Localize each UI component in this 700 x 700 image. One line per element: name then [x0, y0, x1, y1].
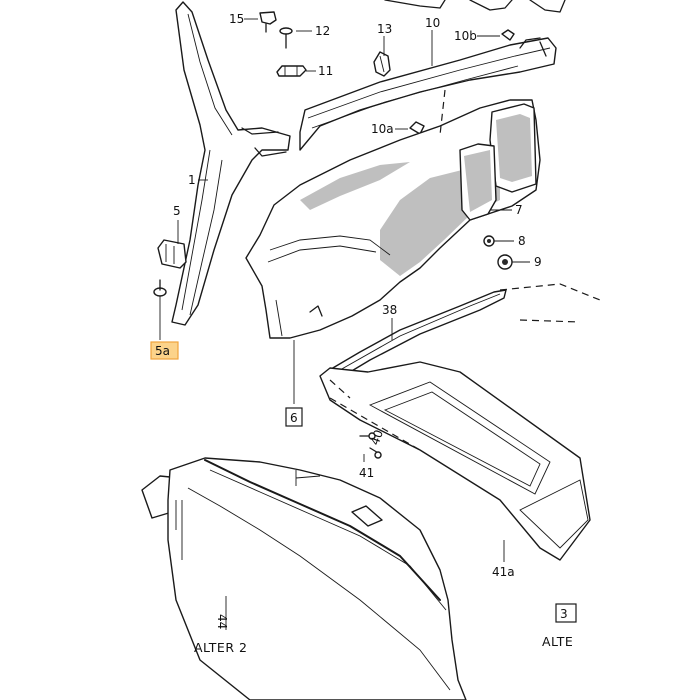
- part-labels: 15 12 11 13 10 10b 10a 1 5 7 8 9 38 40 4…: [173, 12, 542, 629]
- bracket-part-11: [276, 65, 307, 77]
- label-15: 15: [229, 12, 244, 26]
- label-12: 12: [315, 24, 330, 38]
- label-box-6: 6: [285, 407, 303, 427]
- strip-part-38: [325, 289, 507, 379]
- screw-part-40: [359, 432, 376, 440]
- label-3: 3: [560, 607, 568, 621]
- label-box-5a-highlight: 5a: [150, 341, 179, 360]
- leader-lines: [159, 18, 530, 630]
- label-40: 40: [368, 428, 386, 447]
- label-41: 41: [359, 466, 374, 480]
- label-1: 1: [188, 173, 196, 187]
- fastener-part-8: [483, 235, 495, 247]
- clip-part-5: [157, 239, 187, 269]
- caption-alter-left: ALTER 2: [194, 640, 247, 655]
- label-44: 44: [215, 614, 229, 629]
- label-41a: 41a: [492, 565, 515, 579]
- screw-part-5a: [153, 279, 167, 297]
- label-8: 8: [518, 234, 526, 248]
- screw-part-12: [279, 27, 293, 49]
- label-10: 10: [425, 16, 440, 30]
- rail-part-10: [299, 37, 557, 151]
- clip-part-10a: [409, 121, 425, 135]
- bracket-part-7: [459, 143, 497, 221]
- label-box-3: 3: [555, 603, 577, 623]
- fastener-part-9: [497, 254, 513, 270]
- top-edge-fragments: [384, 0, 566, 13]
- label-9: 9: [534, 255, 542, 269]
- label-13: 13: [377, 22, 392, 36]
- label-11: 11: [318, 64, 333, 78]
- label-10b: 10b: [454, 29, 477, 43]
- label-6: 6: [290, 411, 298, 425]
- label-5a: 5a: [155, 344, 170, 358]
- caption-alter-right: ALTE: [542, 634, 573, 649]
- clip-part-13: [373, 51, 391, 77]
- label-5: 5: [173, 204, 181, 218]
- clip-part-10b: [501, 29, 515, 41]
- screw-part-41: [369, 447, 382, 459]
- floor-tray-part-41a: [319, 89, 601, 561]
- label-10a: 10a: [371, 122, 394, 136]
- label-7: 7: [515, 203, 523, 217]
- pillar-trim-part-1: [171, 1, 291, 326]
- luggage-cover-part-44: [141, 457, 467, 700]
- clip-part-15: [259, 11, 277, 33]
- label-38: 38: [382, 303, 397, 317]
